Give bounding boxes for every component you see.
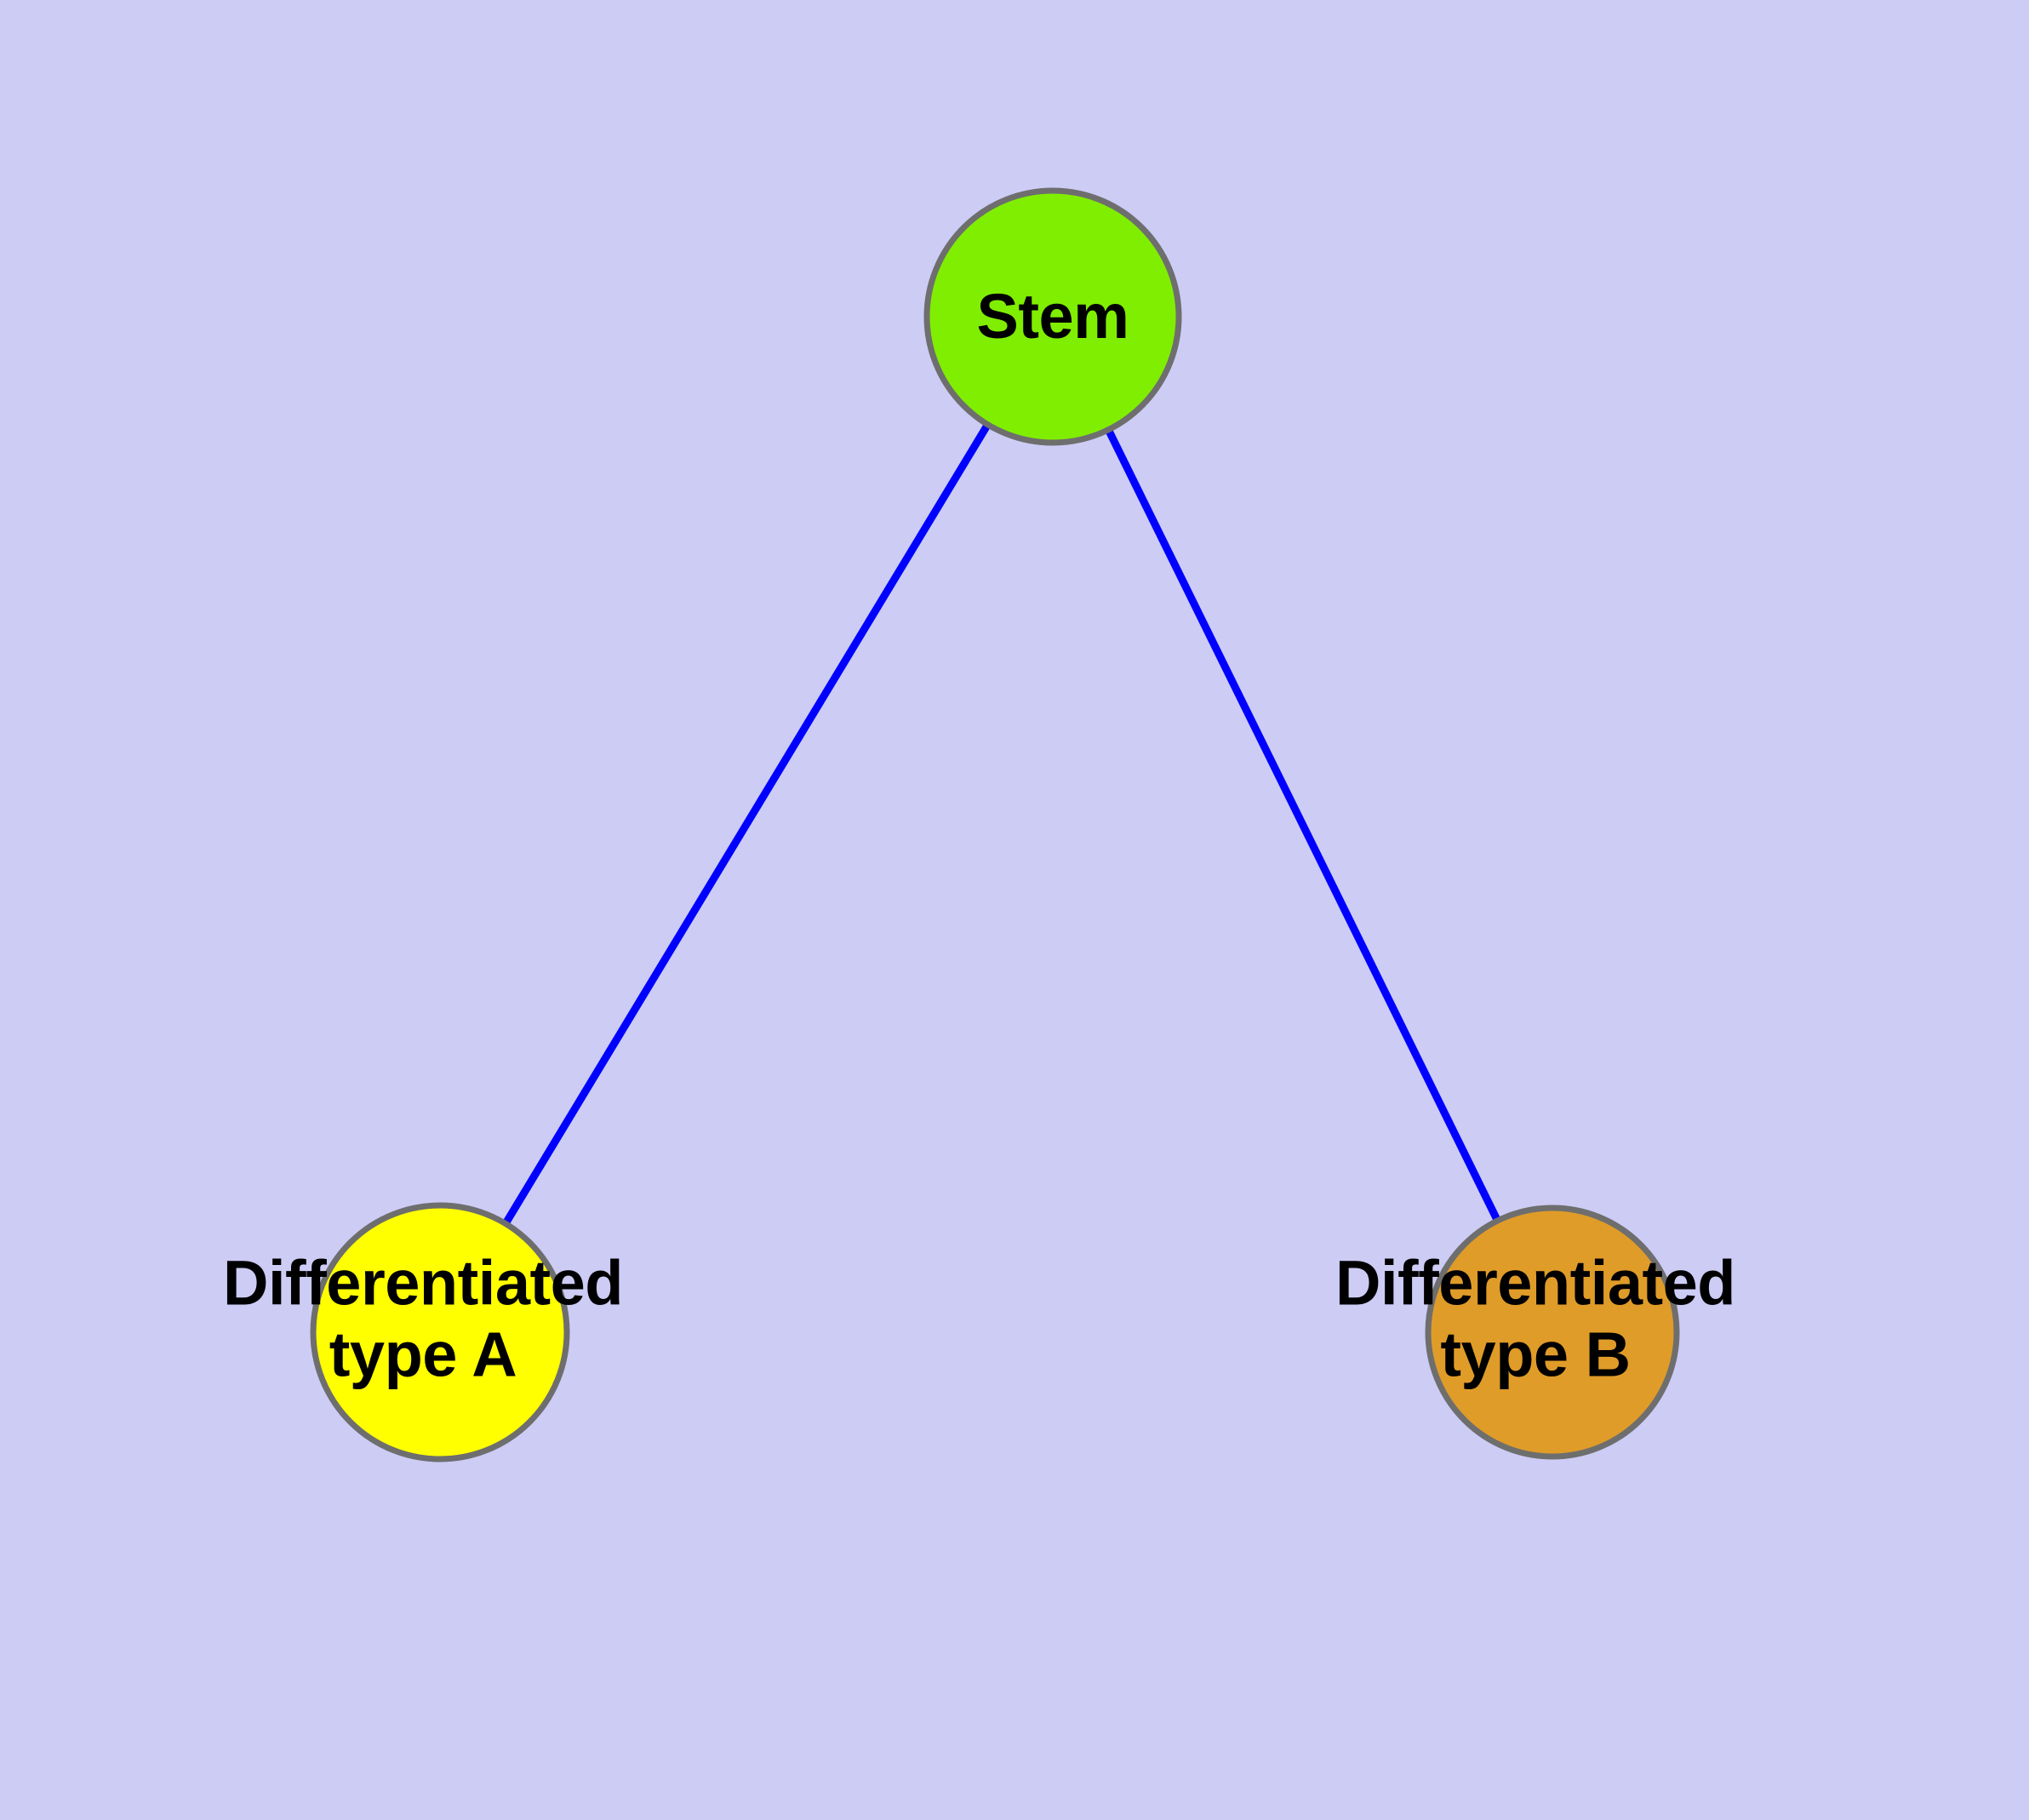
edge-stem-diff-a[interactable] [437,314,1056,1335]
nodes-layer [310,187,1680,1462]
node-diff-a[interactable] [310,1202,570,1462]
edges-layer [437,314,1557,1335]
node-stem[interactable] [923,187,1182,446]
node-diff-b[interactable] [1425,1205,1680,1460]
edge-stem-diff-b[interactable] [1049,315,1557,1334]
